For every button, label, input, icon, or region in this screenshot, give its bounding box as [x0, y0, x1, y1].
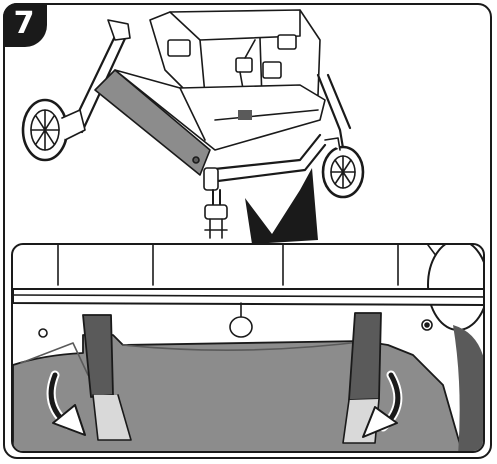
- step-number: 7: [13, 6, 35, 41]
- stroller-basket-illustration: [21, 9, 365, 244]
- step-badge: 7: [3, 3, 47, 47]
- curved-arrow-down-icon: [362, 370, 403, 438]
- curved-arrow-down-icon: [46, 370, 86, 436]
- detail-inset: [11, 243, 485, 453]
- basket-strap-detail-illustration: [13, 245, 483, 451]
